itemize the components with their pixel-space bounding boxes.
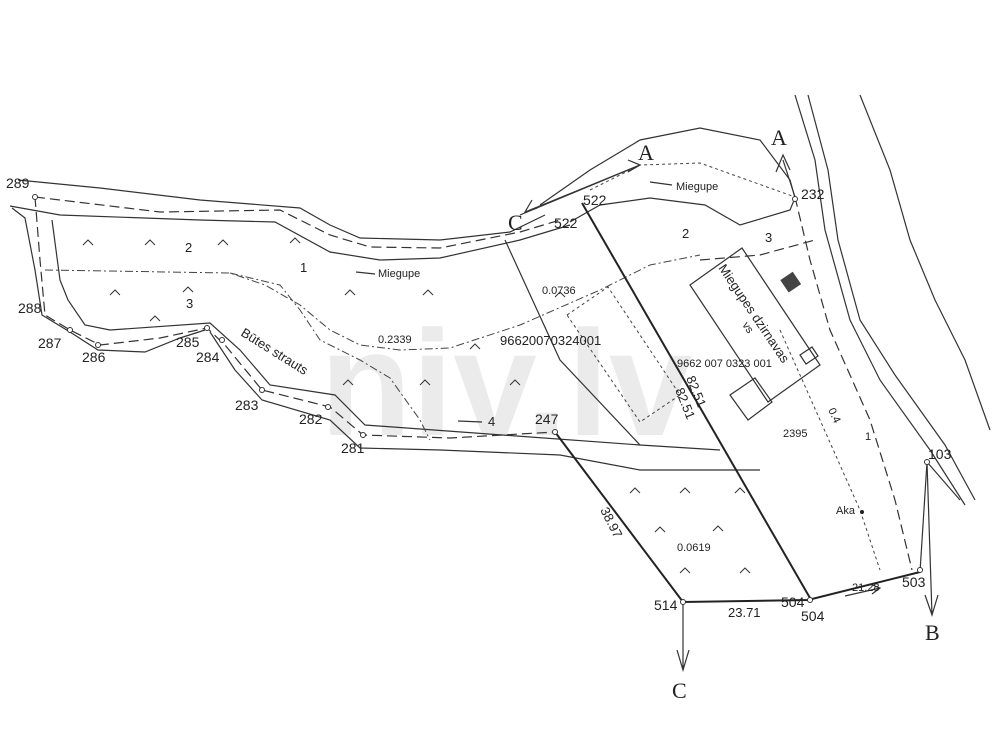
point-247: 247 (535, 411, 559, 427)
landuse-boundary-2 (229, 272, 431, 441)
point-522-lower: 522 (554, 215, 578, 231)
road (779, 94, 991, 571)
area-0-0619: 0.0619 (677, 542, 711, 554)
inner-line (504, 239, 641, 446)
point-289: 289 (6, 175, 30, 191)
river-miegupe (9, 127, 796, 261)
point-286: 286 (82, 349, 106, 365)
area-2395: 2395 (783, 428, 807, 440)
zone-3: 3 (186, 296, 193, 311)
zone-1: 1 (300, 260, 307, 275)
distance-38-97: 38.97 (597, 505, 625, 541)
dashed-outline (566, 286, 681, 423)
aka-label: Aka (836, 505, 856, 517)
point-282: 282 (299, 411, 323, 427)
stream-label: Būtes strauts (238, 325, 311, 378)
zone-2: 2 (185, 240, 192, 255)
point-232: 232 (801, 186, 825, 202)
landuse-boundary-3 (699, 239, 816, 261)
section-arrows (519, 153, 939, 673)
watermark: niv.lv (320, 299, 692, 467)
area-0-2339: 0.2339 (378, 334, 412, 346)
parcel-boundary (554, 202, 961, 604)
section-mark-a-2: A (771, 125, 787, 150)
section-mark-a: A (638, 140, 654, 165)
river-label: Miegupe (378, 268, 420, 280)
offset-0-4: 0.4 (825, 406, 842, 425)
point-283: 283 (235, 397, 259, 413)
point-103: 103 (928, 446, 952, 462)
distance-23-71: 23.71 (728, 605, 761, 620)
section-mark-c: C (508, 210, 523, 235)
flow-label-4: 4 (488, 414, 495, 429)
point-514: 514 (654, 597, 678, 613)
point-284: 284 (196, 349, 220, 365)
zone-3-east: 3 (765, 230, 772, 245)
point-504-a: 504 (781, 594, 805, 610)
meadow-symbols (82, 237, 751, 574)
area-0-0736: 0.0736 (542, 285, 576, 297)
point-281: 281 (341, 440, 365, 456)
building-miegupes-dzirnavas: Miegupes dzirnavas vs (689, 247, 821, 421)
survey-points (32, 194, 930, 605)
point-503: 503 (902, 574, 926, 590)
distance-21-28: 21.28 (852, 582, 880, 594)
zone-1-east: 1 (865, 431, 871, 443)
section-mark-c-2: C (672, 678, 687, 703)
point-522-upper: 522 (583, 192, 607, 208)
point-504-b: 504 (801, 608, 825, 624)
point-288: 288 (18, 300, 42, 316)
point-285: 285 (176, 334, 200, 350)
zone-2-east: 2 (682, 226, 689, 241)
point-287: 287 (38, 335, 62, 351)
section-mark-b: B (925, 620, 940, 645)
parcel-id-left: 96620070324001 (500, 333, 601, 348)
building-name: Miegupes dzirnavas (716, 261, 793, 366)
landuse-boundary (44, 254, 701, 351)
river-label-2: Miegupe (676, 181, 718, 193)
parcel-id-right: 9662 007 0323 001 (677, 358, 772, 370)
